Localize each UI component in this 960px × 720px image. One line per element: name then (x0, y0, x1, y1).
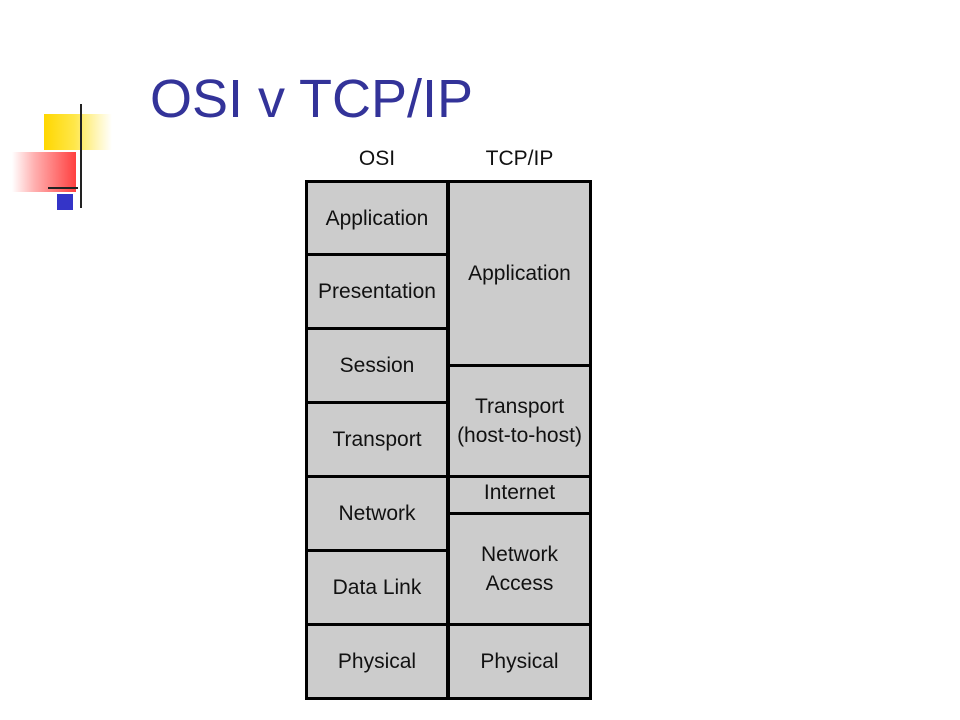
tcpip-layer-internet: Internet (450, 478, 589, 512)
tcpip-column-header: TCP/IP (485, 147, 554, 170)
osi-layer-transport: Transport (308, 404, 446, 475)
logo-yellow-square (44, 114, 112, 150)
osi-layer-data-link: Data Link (308, 552, 446, 623)
osi-column-header: OSI (358, 147, 396, 170)
tcpip-layer-transport: Transport (host-to-host) (450, 367, 589, 475)
slide-title: OSI v TCP/IP (150, 69, 474, 129)
osi-layer-session: Session (308, 330, 446, 401)
osi-layer-network: Network (308, 478, 446, 549)
logo-vertical-line (80, 104, 82, 208)
logo-horizontal-line (48, 187, 78, 189)
tcpip-layer-application: Application (450, 183, 589, 364)
tcpip-layer-physical: Physical (450, 626, 589, 697)
osi-layer-presentation: Presentation (308, 256, 446, 327)
logo-blue-square (57, 194, 73, 210)
logo-red-square (12, 152, 76, 192)
osi-layer-physical: Physical (308, 626, 446, 697)
osi-layer-application: Application (308, 183, 446, 253)
tcpip-layer-network-access: Network Access (450, 515, 589, 623)
